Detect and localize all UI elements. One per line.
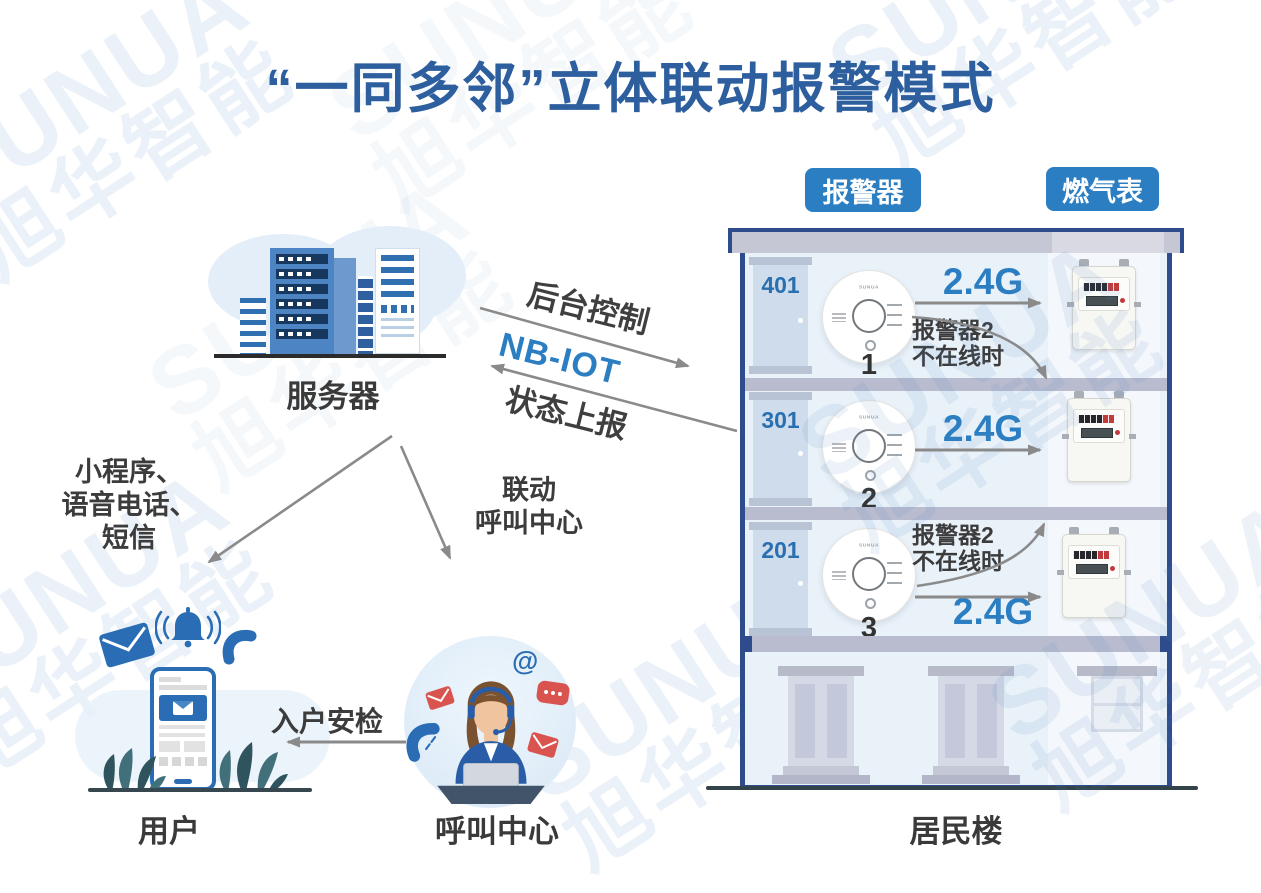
notify-user-channels: 小程序、 语音电话、 短信 <box>61 457 197 553</box>
wireless-label: 2.4G <box>942 408 1024 449</box>
residential-building: 401 SUNUA 1 2.4G 报警器2 不在线时 <box>740 253 1172 790</box>
alarm-logo <box>832 443 846 452</box>
gas-meter-chip: 燃气表 <box>1046 167 1159 211</box>
door-knob <box>798 317 803 323</box>
page-title: “一同多邻”立体联动报警模式 <box>265 59 996 119</box>
alarm-logo <box>832 313 846 322</box>
callcenter-label: 呼叫中心 <box>435 814 559 849</box>
arrow-server-to-callcenter <box>399 445 452 560</box>
alarm-leds <box>887 434 902 460</box>
server-tower <box>375 248 420 354</box>
user-label: 用户 <box>138 814 200 849</box>
room-number: 401 <box>761 272 800 298</box>
floor-separator <box>745 378 1167 391</box>
door-401: 401 <box>749 257 812 374</box>
alarm-bell-icon <box>155 607 221 648</box>
alarm-leds <box>887 304 902 330</box>
door-201: 201 <box>749 522 812 636</box>
alarm-display <box>852 299 886 333</box>
room-number: 301 <box>761 407 800 433</box>
backend-control-label: 后台控制 <box>523 276 653 341</box>
entrance-door <box>772 666 870 784</box>
building-label: 居民楼 <box>909 814 1003 849</box>
message-panel <box>159 695 207 721</box>
floor-201: 201 SUNUA 3 报警器2 不在线时 2.4G <box>745 520 1167 644</box>
building-cornice <box>728 228 1184 253</box>
floor-401: 401 SUNUA 1 2.4G 报警器2 不在线时 <box>745 253 1167 381</box>
offline-note: 报警器2 不在线时 <box>912 522 1004 574</box>
mail-icon <box>99 622 155 668</box>
red-mail-icon <box>425 686 455 710</box>
alarm-chip: 报警器 <box>805 168 921 212</box>
server-label: 服务器 <box>286 379 380 414</box>
ground-line <box>88 788 312 792</box>
room-number: 201 <box>761 537 800 563</box>
entrance-door <box>922 666 1020 784</box>
alarm-leds <box>887 562 902 588</box>
server-baseline <box>214 354 446 358</box>
alarm-vent <box>865 340 876 351</box>
alarm-display <box>852 429 886 463</box>
wireless-label: 2.4G <box>952 591 1034 632</box>
server-rack-tower <box>270 248 334 354</box>
alarm-vent <box>865 598 876 609</box>
server-tower <box>240 298 266 354</box>
at-symbol-icon: @ <box>512 646 539 676</box>
callcenter-agent <box>437 681 545 804</box>
alarm-device-3: SUNUA <box>822 528 916 622</box>
gas-meter-201 <box>1057 527 1131 618</box>
arrow-server-to-user <box>207 434 393 564</box>
ground-floor <box>745 652 1167 785</box>
door-knob <box>798 451 803 457</box>
plant-left <box>103 748 166 792</box>
ground-window <box>1077 666 1157 732</box>
server-illustration <box>208 226 466 362</box>
link-callcenter-text: 联动 呼叫中心 <box>475 475 583 538</box>
chat-bubble-icon <box>535 679 571 707</box>
floor-separator <box>745 636 1167 652</box>
door-301: 301 <box>749 392 812 506</box>
alarm-display <box>852 557 886 591</box>
alarm-vent <box>865 470 876 481</box>
ground-line <box>706 786 1198 790</box>
offline-note: 报警器2 不在线时 <box>912 317 1004 369</box>
home-button <box>174 779 192 784</box>
smartphone <box>150 667 216 791</box>
home-safety-check-label: 入户安检 <box>271 706 384 737</box>
alarm-device-2: SUNUA <box>822 400 916 494</box>
phone-handset-icon <box>222 629 257 665</box>
phone-handset-icon <box>406 722 440 762</box>
server-tower <box>334 258 356 354</box>
floor-separator <box>745 507 1167 520</box>
gas-meter-301 <box>1062 391 1136 482</box>
plant-right <box>219 742 288 792</box>
floor-301: 301 SUNUA 2 2.4G <box>745 391 1167 515</box>
alarm-logo <box>832 571 846 580</box>
alarm-device-1: SUNUA <box>822 270 916 364</box>
door-knob <box>798 581 803 587</box>
alarm-number: 1 <box>860 349 878 381</box>
wireless-label: 2.4G <box>942 261 1024 302</box>
red-mail-icon <box>527 732 559 758</box>
gas-meter-401 <box>1067 259 1141 350</box>
server-tower <box>358 276 373 354</box>
